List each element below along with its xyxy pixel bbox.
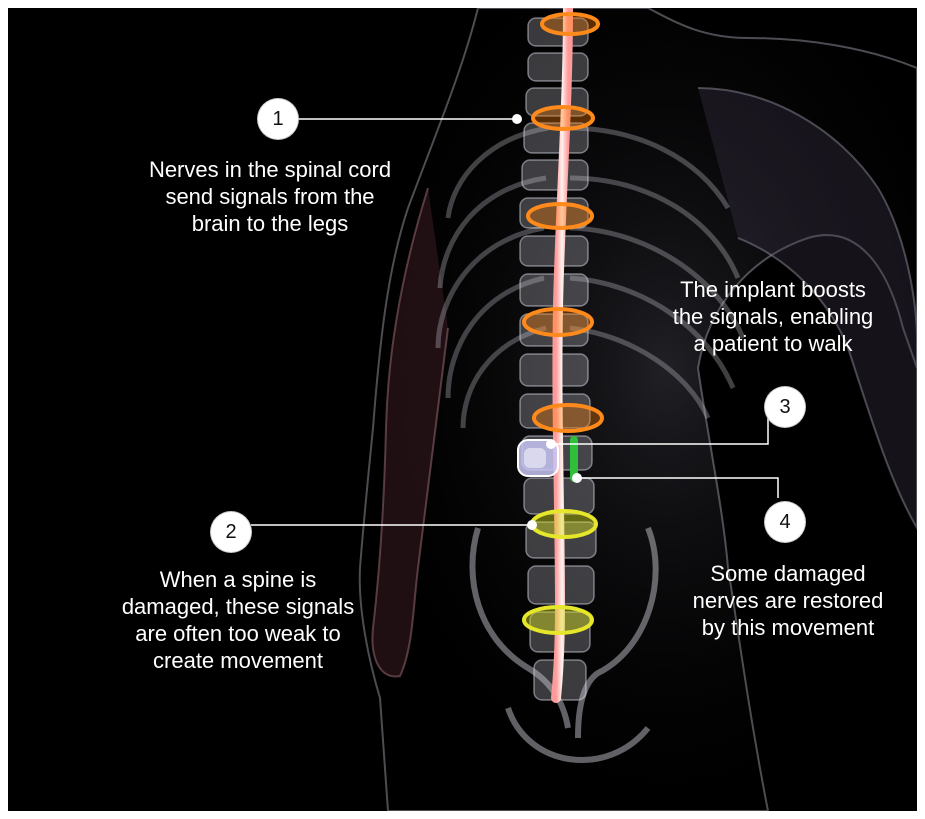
callout-marker-4: 4 (765, 502, 805, 542)
callout-text-3: The implant boosts the signals, enabling… (638, 276, 908, 357)
callout-marker-3: 3 (765, 387, 805, 427)
callout-2-line-3: are often too weak to (88, 620, 388, 647)
body-silhouette (360, 8, 917, 811)
callout-2-line-2: damaged, these signals (88, 593, 388, 620)
callout-4-line-2: nerves are restored (663, 587, 913, 614)
callout-text-1: Nerves in the spinal cord send signals f… (120, 156, 420, 237)
callout-1-line-3: brain to the legs (120, 210, 420, 237)
callout-3-line-1: The implant boosts (638, 276, 908, 303)
callout-4-line-1: Some damaged (663, 560, 913, 587)
callout-2-line-1: When a spine is (88, 566, 388, 593)
callout-text-2: When a spine is damaged, these signals a… (88, 566, 388, 674)
callout-2-line-4: create movement (88, 647, 388, 674)
callout-marker-1: 1 (258, 99, 298, 139)
callout-3-line-2: the signals, enabling (638, 303, 908, 330)
callout-4-line-3: by this movement (663, 614, 913, 641)
callout-3-line-3: a patient to walk (638, 330, 908, 357)
callout-1-line-2: send signals from the (120, 183, 420, 210)
callout-1-line-1: Nerves in the spinal cord (120, 156, 420, 183)
diagram-canvas: 1 2 3 4 Nerves in the spinal cord send s… (8, 8, 917, 811)
callout-marker-2: 2 (211, 512, 251, 552)
callout-text-4: Some damaged nerves are restored by this… (663, 560, 913, 641)
